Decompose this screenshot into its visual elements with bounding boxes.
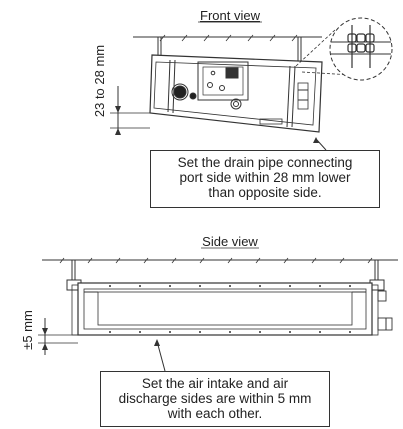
front-note-box: Set the drain pipe connecting port side … <box>150 150 380 208</box>
front-view-title: Front view <box>200 8 261 23</box>
front-view <box>110 17 393 151</box>
detail-magnifier-circle <box>329 17 393 81</box>
side-rivets <box>109 285 351 333</box>
side-note-box: Set the air intake and air discharge sid… <box>100 371 330 427</box>
front-note-leader <box>316 139 327 151</box>
front-pipe-port-small <box>189 92 197 100</box>
front-control-box <box>197 61 249 101</box>
side-inner-panel <box>97 291 353 326</box>
front-dimension-label: 23 to 28 mm <box>92 45 107 117</box>
side-dimension-label: ±5 mm <box>20 310 35 350</box>
side-ceiling-hatch <box>59 257 373 264</box>
front-pipe-port-large <box>173 85 187 99</box>
front-unit-body <box>149 54 323 133</box>
side-note-leader <box>157 344 166 372</box>
detail-nut-assembly <box>347 25 375 68</box>
side-view-title: Side view <box>202 234 258 249</box>
front-ceiling-hatch <box>159 34 298 42</box>
side-view <box>38 257 398 372</box>
side-pipe-bottom <box>377 317 393 331</box>
front-drain-port <box>230 98 242 110</box>
side-unit-body <box>77 282 373 336</box>
side-pipe-top <box>377 290 387 302</box>
